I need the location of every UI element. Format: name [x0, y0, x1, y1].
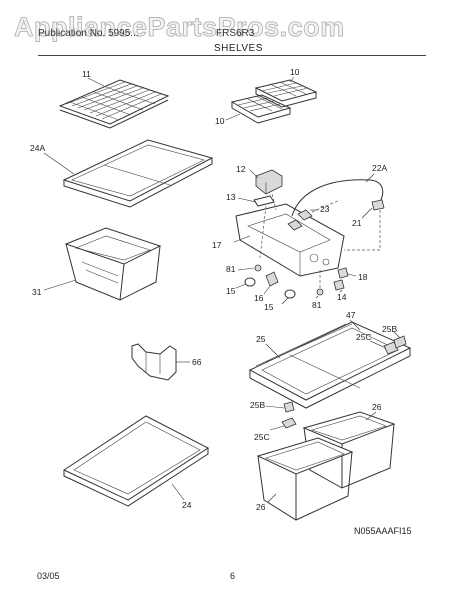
callout-23: 23: [320, 204, 330, 214]
callout-25: 25: [256, 334, 266, 344]
callout-16: 16: [254, 293, 264, 303]
lamp-right[interactable]: [284, 289, 296, 299]
ice-tray-rear[interactable]: [254, 79, 318, 108]
callout-17: 17: [212, 240, 222, 250]
fastener[interactable]: [337, 267, 349, 279]
lamp-socket[interactable]: [265, 271, 279, 287]
ice-tray-front[interactable]: [230, 94, 292, 124]
callout-11: 11: [82, 69, 91, 79]
callout-10-lower: 10: [215, 116, 225, 126]
callout-13: 13: [226, 192, 236, 202]
glass-shelf-upper[interactable]: [62, 139, 214, 208]
glass-shelf-lower[interactable]: [62, 415, 209, 507]
icemaker-housing[interactable]: [235, 203, 345, 277]
wire-shelf[interactable]: [58, 79, 170, 129]
callout-25C-upper: 25C: [356, 332, 372, 342]
callout-25C-lower: 25C: [254, 432, 270, 442]
watermark: AppliancePartsPros.com: [14, 12, 345, 43]
header-rule: [38, 55, 426, 56]
crisper-pan-front[interactable]: [256, 437, 354, 521]
screw-lower[interactable]: [316, 288, 324, 296]
callout-26-left: 26: [256, 502, 266, 512]
switch[interactable]: [297, 209, 313, 221]
model-number: FRS6R3: [216, 28, 255, 39]
callout-81-left: 81: [226, 264, 236, 274]
wire-rack[interactable]: [131, 343, 177, 381]
callout-18: 18: [358, 272, 368, 282]
callout-25B-lower: 25B: [250, 400, 265, 410]
callout-15-right: 15: [264, 302, 274, 312]
ice-bin[interactable]: [255, 169, 283, 195]
bracket[interactable]: [253, 195, 275, 207]
callout-81-right: 81: [312, 300, 322, 310]
callout-24A: 24A: [30, 143, 45, 153]
callout-47: 47: [346, 310, 356, 320]
lamp-left[interactable]: [244, 277, 256, 287]
callout-31: 31: [32, 287, 42, 297]
callout-25B-upper: 25B: [382, 324, 397, 334]
publication-number: Publication No. 5995...: [38, 28, 139, 39]
callout-10-upper: 10: [290, 67, 300, 77]
diagram-code: N055AAAFI15: [354, 526, 412, 536]
callout-21: 21: [352, 218, 362, 228]
callout-66: 66: [192, 357, 202, 367]
callout-15-left: 15: [226, 286, 236, 296]
shelf-end-cap-left[interactable]: [281, 417, 297, 429]
shelf-end-cap-right[interactable]: [383, 341, 399, 355]
callout-26-right: 26: [372, 402, 382, 412]
clip[interactable]: [333, 279, 345, 291]
shelf-bracket-right[interactable]: [393, 335, 407, 349]
glass-shelf-assembly[interactable]: [248, 321, 412, 409]
callout-22A: 22A: [372, 163, 387, 173]
cord-connector[interactable]: [371, 199, 385, 211]
callout-14: 14: [337, 292, 347, 302]
footer-page-number: 6: [230, 571, 236, 581]
screw-upper[interactable]: [254, 264, 262, 272]
footer-date: 03/05: [37, 571, 60, 581]
crisper-drawer[interactable]: [64, 227, 162, 301]
section-title: SHELVES: [214, 43, 263, 54]
callout-24: 24: [182, 500, 192, 510]
shelf-bracket-left[interactable]: [283, 401, 295, 413]
callout-12: 12: [236, 164, 246, 174]
